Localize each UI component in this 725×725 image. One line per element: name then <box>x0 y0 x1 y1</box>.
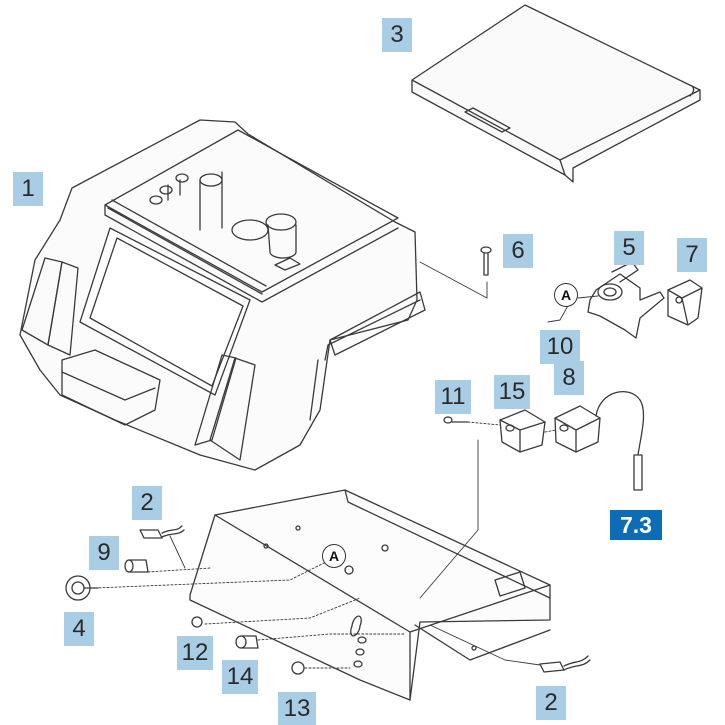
assembly-lines <box>94 439 541 669</box>
screw-6 <box>480 246 492 276</box>
callout-1[interactable]: 1 <box>13 172 43 206</box>
callout-12[interactable]: 12 <box>177 636 213 670</box>
callout-6[interactable]: 6 <box>503 234 533 268</box>
callout-2-lower[interactable]: 2 <box>536 686 566 720</box>
sensor-part-8 <box>554 391 645 491</box>
reference-7-3-link[interactable]: 7.3 <box>610 510 662 540</box>
callout-14[interactable]: 14 <box>222 660 258 694</box>
lid-part <box>411 4 701 183</box>
callout-13[interactable]: 13 <box>278 692 316 725</box>
callout-15[interactable]: 15 <box>494 375 530 409</box>
switch-part-7 <box>667 279 703 326</box>
nut-part-12 <box>191 616 203 628</box>
reference-marker-a-top: A <box>554 283 578 307</box>
plug-part-14 <box>235 635 259 649</box>
callout-9[interactable]: 9 <box>89 536 119 570</box>
callout-3[interactable]: 3 <box>382 18 412 52</box>
callout-7[interactable]: 7 <box>677 238 707 272</box>
screw-11 <box>443 416 469 424</box>
callout-2-upper[interactable]: 2 <box>132 486 162 520</box>
cable-part-2-lower <box>539 655 591 673</box>
tray-part <box>189 489 551 701</box>
callout-10[interactable]: 10 <box>540 330 580 364</box>
bracket-part-5 <box>587 261 665 339</box>
housing-part <box>19 119 426 471</box>
callout-4[interactable]: 4 <box>64 612 94 646</box>
callout-8[interactable]: 8 <box>554 361 584 395</box>
grommet-part-4 <box>65 575 99 601</box>
callout-5[interactable]: 5 <box>614 231 644 265</box>
reference-marker-a-tray: A <box>322 544 346 568</box>
callout-11[interactable]: 11 <box>435 380 471 414</box>
cap-part-13 <box>291 661 305 675</box>
block-part-15 <box>499 409 546 453</box>
plug-part-9 <box>124 559 149 573</box>
cable-part-2-upper <box>139 525 185 539</box>
